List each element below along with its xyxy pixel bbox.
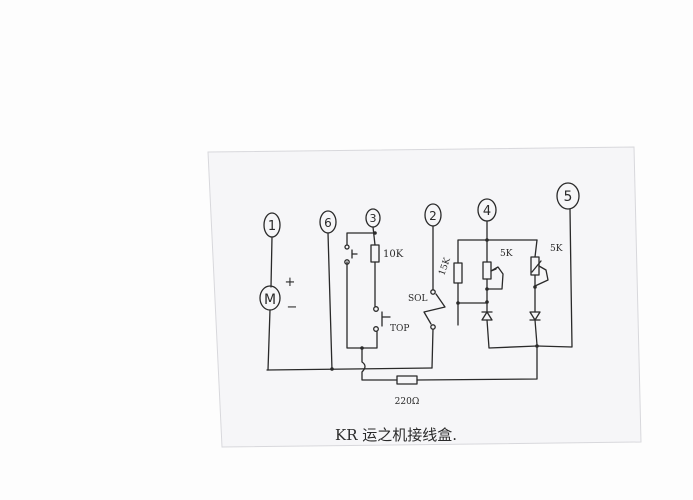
svg-text:2: 2 [429, 209, 437, 223]
switch-top-label: TOP [390, 324, 409, 334]
wire-bottom-bus [266, 367, 433, 371]
motor-plus-label: + [285, 275, 296, 290]
svg-text:4: 4 [483, 204, 491, 219]
resistor-220 [396, 375, 418, 385]
resistor-15k [453, 262, 463, 284]
sol-contact [430, 289, 436, 295]
switch-sol-label: SOL [408, 294, 428, 304]
junction-dot [456, 301, 460, 305]
resistor-10k [370, 244, 380, 263]
wire-pot-b [534, 239, 538, 346]
svg-text:M: M [264, 292, 276, 308]
svg-text:6: 6 [324, 216, 332, 230]
wire-terminal-5 [536, 208, 573, 348]
sol-contact [430, 324, 436, 330]
motor: M [259, 285, 281, 311]
resistor-10k-label: 10K [383, 249, 404, 260]
wire-terminal-1 [267, 236, 273, 371]
potentiometer-b [530, 256, 549, 289]
potentiometer-a [482, 261, 504, 304]
svg-text:5: 5 [564, 189, 573, 205]
switch-left [344, 244, 358, 265]
wire-terminal-2 [423, 225, 446, 369]
svg-text:1: 1 [268, 219, 276, 234]
junction-dot [330, 367, 334, 371]
diagram-title: KR 运之机接线盒. [335, 426, 457, 444]
resistor-220-label: 220Ω [395, 397, 420, 407]
junction-dot [535, 344, 539, 348]
potentiometer-a-label: 5K [500, 249, 513, 259]
terminal-5: 5 [556, 182, 580, 210]
wire-terminal-3 [346, 226, 378, 349]
diode-b [529, 311, 541, 321]
svg-text:3: 3 [370, 212, 377, 225]
switch-top [373, 306, 391, 332]
paper-sheet [207, 146, 642, 448]
motor-minus-label: − [287, 300, 298, 315]
junction-dot [485, 238, 489, 242]
potentiometer-b-label: 5K [550, 244, 563, 254]
junction-dot [373, 231, 377, 235]
wire-terminal-6 [327, 232, 333, 371]
junction-dot [360, 346, 364, 350]
wire-crossover [361, 344, 538, 381]
diode-a [481, 311, 493, 321]
